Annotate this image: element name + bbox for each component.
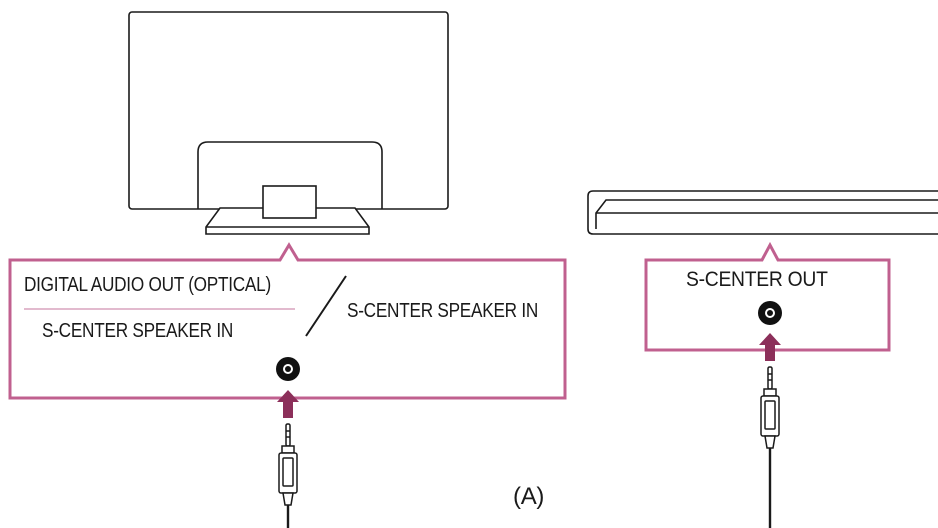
label-s-center-out: S-CENTER OUT bbox=[686, 268, 828, 291]
label-digital-audio-out-optical: DIGITAL AUDIO OUT (OPTICAL) bbox=[24, 274, 271, 296]
soundbar-insert-arrow-icon bbox=[759, 333, 781, 361]
port-label-slash bbox=[305, 275, 347, 337]
label-s-center-speaker-in: S-CENTER SPEAKER IN bbox=[42, 320, 234, 342]
tv-audio-jack-icon bbox=[276, 357, 300, 381]
tv-stand-back bbox=[197, 141, 383, 209]
tv-stereo-mini-plug-icon bbox=[278, 423, 298, 506]
callout-a-label: (A) bbox=[513, 483, 545, 510]
tv-icon bbox=[128, 11, 449, 235]
tv-screen bbox=[128, 11, 449, 210]
label-s-center-speaker-in-alternate: S-CENTER SPEAKER IN bbox=[347, 300, 539, 322]
soundbar-port-callout bbox=[644, 241, 891, 352]
tv-stand-neck bbox=[262, 185, 317, 219]
tv-insert-arrow-icon bbox=[277, 390, 299, 418]
soundbar-stereo-mini-plug-icon bbox=[760, 366, 780, 449]
soundbar-audio-jack-icon bbox=[758, 301, 782, 325]
tv-port-callout bbox=[8, 242, 567, 400]
soundbar-icon bbox=[587, 190, 938, 235]
